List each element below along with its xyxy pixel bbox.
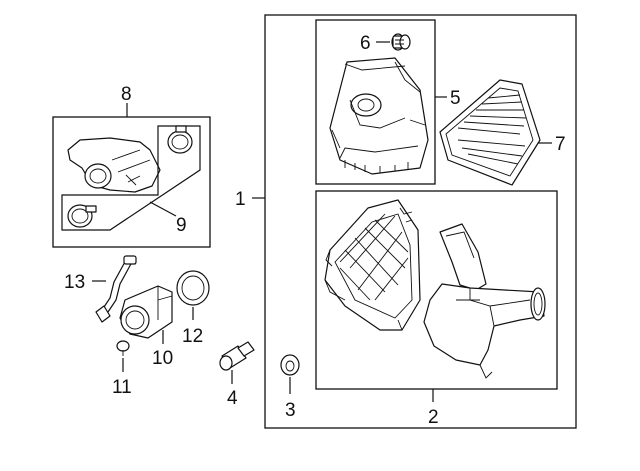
callout-3: 3 (285, 400, 296, 421)
maf-screw (116, 340, 130, 356)
callout-10: 10 (152, 348, 173, 369)
callout-8: 8 (121, 84, 132, 105)
callout-7: 7 (555, 134, 566, 155)
cover-screw (391, 33, 411, 51)
callout-13: 13 (64, 272, 85, 293)
outlet-hose (67, 137, 161, 193)
callout-9: 9 (176, 215, 187, 236)
leader-lines (92, 41, 552, 402)
callout-1: 1 (235, 189, 246, 210)
air-cleaner-cover (329, 57, 429, 175)
maf-seal (176, 270, 210, 306)
hose-clamps (61, 125, 201, 231)
maf-harness (95, 255, 137, 323)
housing-box-2 (315, 190, 558, 390)
air-filter-element (439, 79, 541, 186)
intake-duct (423, 223, 546, 379)
air-cleaner-housing (324, 199, 421, 331)
callout-11: 11 (112, 377, 132, 398)
callout-6: 6 (360, 33, 371, 54)
callout-2: 2 (428, 407, 439, 428)
callout-5: 5 (450, 88, 461, 109)
temperature-sensor (219, 341, 255, 371)
grommet (280, 354, 300, 376)
callout-4: 4 (227, 388, 238, 409)
cover-box-5 (315, 19, 436, 185)
mass-airflow-sensor (119, 285, 173, 339)
hose-kit-box-8 (52, 116, 211, 248)
callout-12: 12 (182, 326, 203, 347)
assembly-box-1 (264, 14, 577, 429)
